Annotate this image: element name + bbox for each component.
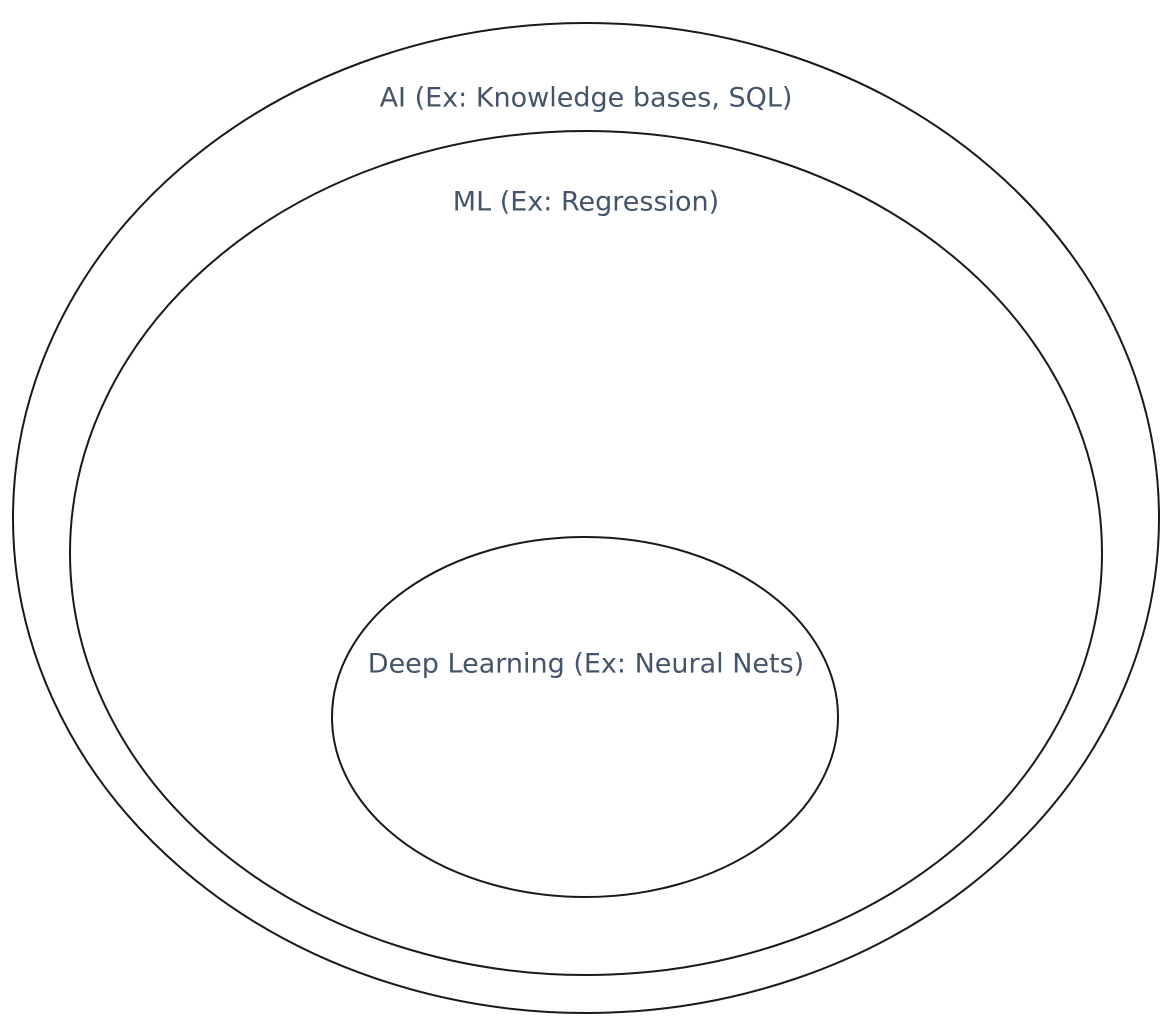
ml-set-ellipse: [69, 130, 1103, 976]
ml-set-label: ML (Ex: Regression): [453, 187, 719, 218]
dl-set-label: Deep Learning (Ex: Neural Nets): [368, 649, 804, 680]
ai-set-label: AI (Ex: Knowledge bases, SQL): [380, 83, 793, 114]
ai-set-ellipse: [12, 22, 1160, 1014]
dl-set-ellipse: [331, 536, 839, 898]
